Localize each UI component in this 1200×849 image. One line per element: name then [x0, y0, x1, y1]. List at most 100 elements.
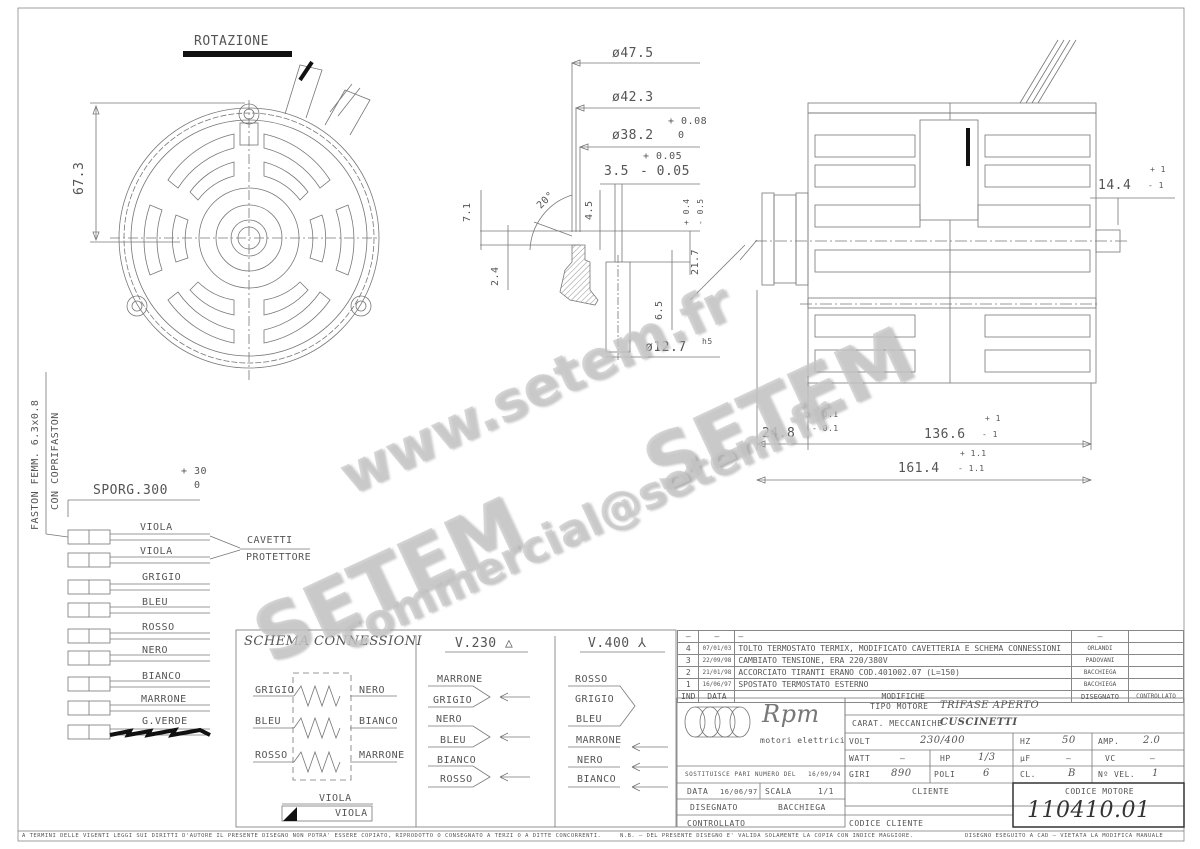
uf-label: µF [1020, 754, 1031, 763]
schema-box [235, 629, 677, 828]
wire-label: VIOLA [140, 546, 173, 557]
protrusion-tol-plus: + 30 [181, 466, 208, 477]
v400-label: BIANCO [577, 774, 617, 785]
protrusion-tol-minus: 0 [194, 480, 201, 491]
rev-drawn: ORLANDI [1071, 642, 1129, 655]
motor-type-value: TRIFASE APERTO [940, 700, 1040, 711]
rev-checked [1128, 678, 1184, 691]
poles-label: POLI [934, 770, 956, 779]
dim-shaft-diameter: ø12.7 [645, 340, 687, 355]
rev-header-ind: IND [676, 690, 700, 703]
dim-161-4-tol-minus: - 1.1 [958, 464, 985, 473]
class-label: CL. [1020, 770, 1036, 779]
date-label: DATA [687, 787, 709, 796]
winding-left-label: GRIGIO [255, 685, 295, 696]
dim-height-67-3: 67.3 [72, 161, 87, 195]
winding-left-label: ROSSO [255, 750, 288, 761]
dim-21-7-tol-plus: + 0.4 [682, 198, 691, 225]
winding-right-label: MARRONE [359, 750, 405, 761]
logo-subtitle: motori elettrici [760, 736, 846, 745]
scale-label: SCALA [765, 787, 792, 796]
wire-label: VIOLA [140, 522, 173, 533]
motor-code-value: 110410.01 [1027, 798, 1151, 823]
drawn-by-label: DISEGNATO [690, 803, 738, 812]
thermal-wire-label: VIOLA [335, 808, 368, 819]
wire-label: BIANCO [142, 671, 182, 682]
dim-24-8-tol-plus: + 0.1 [812, 410, 839, 419]
rev-drawn: PADOVANI [1071, 654, 1129, 667]
uf-value: – [1066, 754, 1072, 763]
schema-title: SCHEMA CONNESSIONI [244, 634, 423, 649]
v230-label: ROSSO [440, 774, 473, 785]
revision-table: – – – – 4 07/01/03 TOLTO TERMOSTATO TERM… [676, 630, 1184, 703]
volt-label: VOLT [849, 737, 871, 746]
wire-label: NERO [142, 645, 169, 656]
v400-label: BLEU [576, 714, 603, 725]
client-code-label: CODICE CLIENTE [849, 819, 924, 828]
amp-value: 2.0 [1143, 735, 1161, 746]
rev-drawn: BACCHIEGA [1071, 666, 1129, 679]
motor-type-label: TIPO MOTORE [870, 702, 929, 711]
rotation-label: ROTAZIONE [194, 34, 269, 49]
revision-row: 4 07/01/03 TOLTO TERMOSTATO TERMIX, MODI… [676, 642, 1184, 655]
rpm-value: 890 [891, 768, 912, 779]
amp-label: AMP. [1098, 737, 1120, 746]
dim-2-4: 2.4 [490, 266, 501, 286]
client-label: CLIENTE [912, 787, 950, 796]
replaces-date: 16/09/94 [808, 771, 841, 778]
dim-d42-3: ø42.3 [612, 90, 654, 105]
logo-text: Rpm [762, 700, 820, 728]
v230-label: BLEU [440, 735, 467, 746]
motor-code-label: CODICE MOTORE [1065, 787, 1135, 796]
revision-row: 1 16/06/97 SPOSTATO TERMOSTATO ESTERNO B… [676, 678, 1184, 691]
v400-label: ROSSO [575, 674, 608, 685]
hz-label: HZ [1020, 737, 1031, 746]
dim-24-8: 24.8 [762, 426, 796, 441]
v230-label: MARRONE [437, 674, 483, 685]
side-view [739, 39, 1175, 481]
section-view [480, 62, 746, 360]
v400-label: GRIGIO [575, 694, 615, 705]
rev-mod: SPOSTATO TERMOSTATO ESTERNO [734, 678, 1072, 691]
dim-21-7-tol-minus: - 0.5 [696, 198, 705, 225]
speeds-value: 1 [1152, 768, 1159, 779]
cad-note: DISEGNO ESEGUITO A CAD – VIETATA LA MODI… [965, 833, 1164, 839]
dim-14-4: 14.4 [1098, 178, 1132, 193]
dim-24-8-tol-minus: - 0.1 [812, 424, 839, 433]
dim-3-5-tol-minus: - 0.05 [640, 164, 690, 179]
rev-mod: ACCORCIATO TIRANTI ERANO COD.401002.07 (… [734, 666, 1072, 679]
v230-label: NERO [436, 714, 463, 725]
vc-label: VC [1105, 754, 1116, 763]
rev-ind: 4 [676, 642, 700, 655]
thermal-wire-label: VIOLA [319, 793, 352, 804]
cable-harness [45, 372, 310, 740]
winding-left-label: BLEU [255, 716, 282, 727]
rev-mod: TOLTO TERMOSTATO TERMIX, MODIFICATO CAVE… [734, 642, 1072, 655]
hp-value: 1/3 [978, 752, 996, 763]
faston-label: FASTON FEMM. 6.3x0.8 [30, 399, 41, 530]
volt-value: 230/400 [920, 735, 966, 746]
rev-ind: – [676, 630, 700, 643]
dim-161-4-tol-plus: + 1.1 [960, 449, 987, 458]
wire-label: MARRONE [141, 694, 187, 705]
revision-header: IND DATA MODIFICHE DISEGNATO CONTROLLATO [676, 690, 1184, 703]
hz-value: 50 [1062, 735, 1076, 746]
v400-label: MARRONE [576, 735, 622, 746]
rev-ind: 1 [676, 678, 700, 691]
rev-drawn: BACCHIEGA [1071, 678, 1129, 691]
rev-checked [1128, 630, 1184, 643]
front-view [90, 51, 380, 380]
title-block-lines [676, 697, 1185, 828]
rev-checked [1128, 654, 1184, 667]
vc-value: – [1150, 754, 1156, 763]
dim-136-6-tol-minus: - 1 [982, 430, 998, 439]
dim-136-6-tol-plus: + 1 [985, 414, 1001, 423]
mechanical-value: CUSCINETTI [940, 717, 1018, 728]
v400-label: NERO [577, 755, 604, 766]
rev-date: 21/01/98 [698, 666, 736, 679]
protector-label: PROTETTORE [246, 552, 312, 563]
rpm-label: GIRI [849, 770, 871, 779]
watt-label: WATT [849, 754, 871, 763]
